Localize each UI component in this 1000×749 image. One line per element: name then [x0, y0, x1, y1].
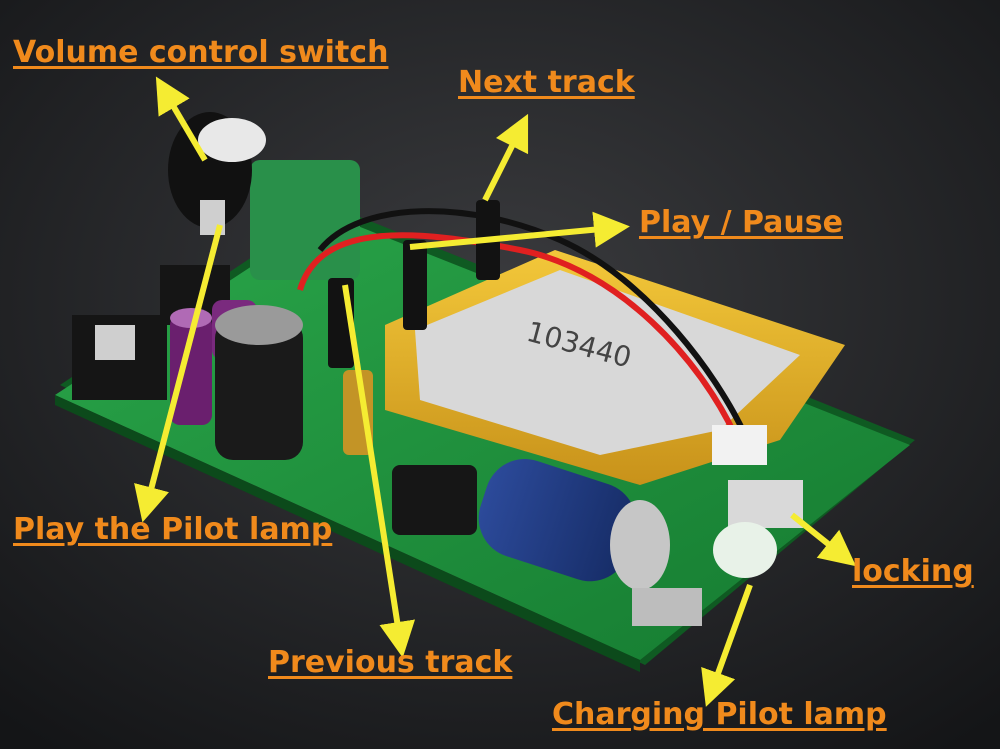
lock-switch — [728, 480, 803, 528]
battery-wires — [297, 208, 748, 437]
label-play-pilot-lamp: Play the Pilot lamp — [13, 512, 333, 547]
label-locking: locking — [852, 554, 974, 589]
label-previous-track: Previous track — [268, 645, 513, 680]
arrow-previous — [342, 284, 416, 658]
arrow-next — [482, 113, 529, 202]
arrow-volume — [155, 76, 208, 162]
inductor — [392, 465, 477, 535]
blue-capacitor — [478, 459, 670, 590]
micro-usb-port — [632, 588, 702, 626]
arrow-charging-lamp — [701, 583, 753, 707]
charging-led — [713, 522, 777, 578]
callout-arrows — [134, 76, 857, 707]
label-play-pause: Play / Pause — [639, 205, 843, 240]
arrow-locking — [790, 512, 857, 567]
battery-connector — [712, 425, 767, 465]
label-next-track: Next track — [458, 65, 635, 100]
capacitors — [170, 300, 373, 460]
arrow-play-pause — [409, 211, 630, 250]
arrow-play-lamp — [134, 224, 223, 523]
label-charging-pilot-lamp: Charging Pilot lamp — [552, 697, 887, 732]
label-volume-control: Volume control switch — [13, 35, 389, 70]
